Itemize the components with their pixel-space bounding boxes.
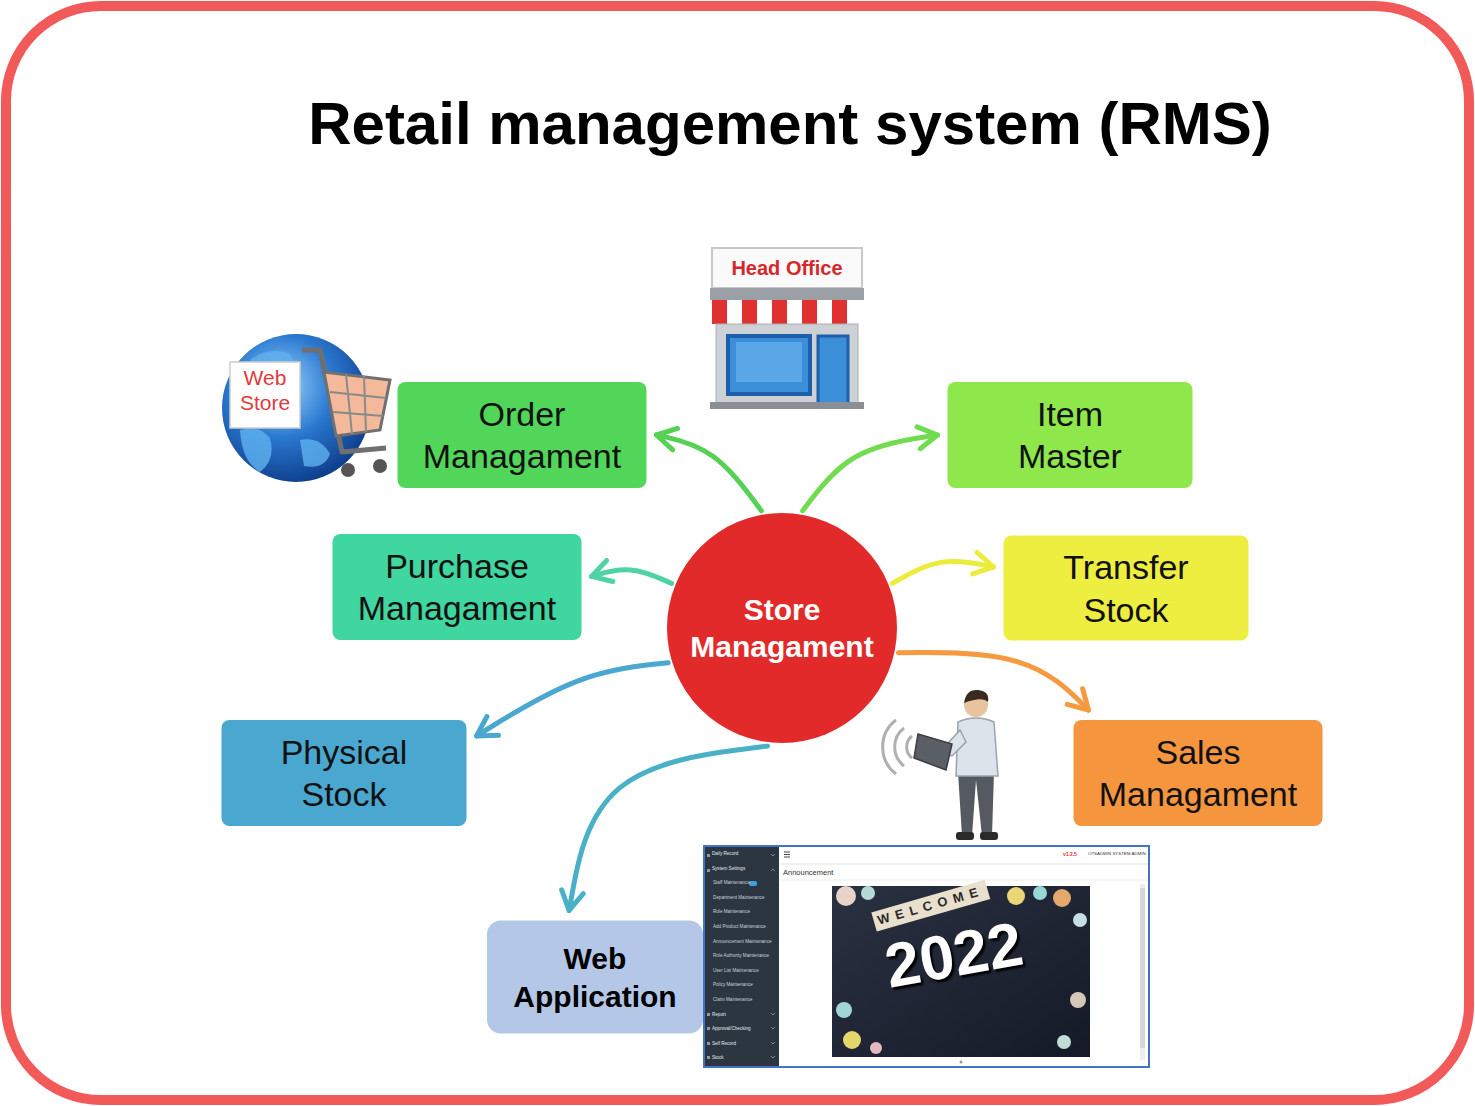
menu-item: Approval/Checking bbox=[712, 1026, 772, 1032]
node-label: Sales Managament bbox=[1086, 731, 1311, 816]
screenshot-illustration bbox=[704, 846, 1149, 1067]
menu-item: Department Maintenance bbox=[713, 895, 773, 901]
menu-item: Self Record bbox=[712, 1041, 772, 1047]
menu-item: Role Authority Maintenance bbox=[713, 953, 773, 959]
process-box: Physical Stock bbox=[222, 720, 467, 826]
menu-item: User List Maintenance bbox=[713, 968, 773, 974]
process-box: Order Managament bbox=[398, 382, 647, 488]
node-label: Store Managament bbox=[680, 591, 885, 666]
page-heading: Announcement bbox=[783, 868, 843, 877]
menu-item: Add Product Maintenance bbox=[713, 924, 773, 930]
menu-item: Report bbox=[712, 1012, 772, 1018]
arrow-head bbox=[477, 717, 499, 736]
menu-item: Policy Maintenance bbox=[713, 982, 773, 988]
arrow-head bbox=[917, 427, 937, 449]
arrow-line bbox=[898, 653, 1088, 710]
arrow-line bbox=[477, 663, 669, 736]
web-store-icon bbox=[222, 334, 390, 482]
menu-item: Claim Maintenance bbox=[713, 997, 773, 1003]
arrow-line bbox=[803, 435, 938, 511]
hub-circle: Store Managament bbox=[667, 513, 897, 743]
arrow-head bbox=[562, 890, 584, 911]
menu-item: Staff Maintenance bbox=[713, 880, 773, 886]
menu-item: Role Maintenance bbox=[713, 909, 773, 915]
node-label: Transfer Stock bbox=[1046, 546, 1206, 631]
icon-text: Web Store bbox=[232, 365, 298, 415]
process-box: Sales Managament bbox=[1074, 720, 1323, 826]
circle-outline bbox=[667, 513, 897, 743]
curved-arrow bbox=[892, 552, 993, 583]
menu-item: Announcement Maintenance bbox=[713, 939, 773, 945]
curved-arrow bbox=[657, 428, 762, 510]
store-icon bbox=[710, 248, 864, 409]
arrow-head bbox=[973, 552, 994, 574]
process-box: Item Master bbox=[948, 382, 1193, 488]
node-label: Order Managament bbox=[410, 393, 635, 478]
curved-arrow bbox=[898, 653, 1088, 710]
curved-arrow bbox=[477, 663, 669, 736]
process-box: Purchase Managament bbox=[333, 534, 582, 640]
node-label: Physical Stock bbox=[264, 731, 424, 816]
process-box: Transfer Stock bbox=[1004, 536, 1249, 641]
app-box: Web Application bbox=[487, 921, 703, 1034]
menu-item: Daily Record bbox=[712, 851, 772, 857]
curved-arrow bbox=[592, 560, 672, 583]
connector-layer bbox=[477, 427, 1089, 911]
arrow-head bbox=[657, 428, 678, 449]
node-label: Web Application bbox=[500, 940, 690, 1015]
diagram-title: Retail management system (RMS) bbox=[160, 88, 1420, 160]
node-label: Item Master bbox=[990, 393, 1150, 478]
menu-item: Stock bbox=[712, 1055, 772, 1061]
person-illustration bbox=[883, 690, 998, 840]
arrow-line bbox=[569, 746, 767, 910]
arrow-head bbox=[1067, 689, 1088, 710]
frame bbox=[6, 6, 1469, 1100]
curved-arrow bbox=[562, 746, 768, 910]
sign-text: Head Office bbox=[714, 256, 860, 280]
curved-arrow bbox=[803, 427, 938, 511]
user-text: OTSADMIN SYSTEM ADMIN bbox=[1088, 851, 1148, 856]
node-label: Purchase Managament bbox=[345, 545, 570, 630]
arrow-head bbox=[592, 560, 613, 581]
menu-item: System Settings bbox=[712, 866, 772, 872]
version-text: v1.2.5 bbox=[1063, 851, 1085, 857]
